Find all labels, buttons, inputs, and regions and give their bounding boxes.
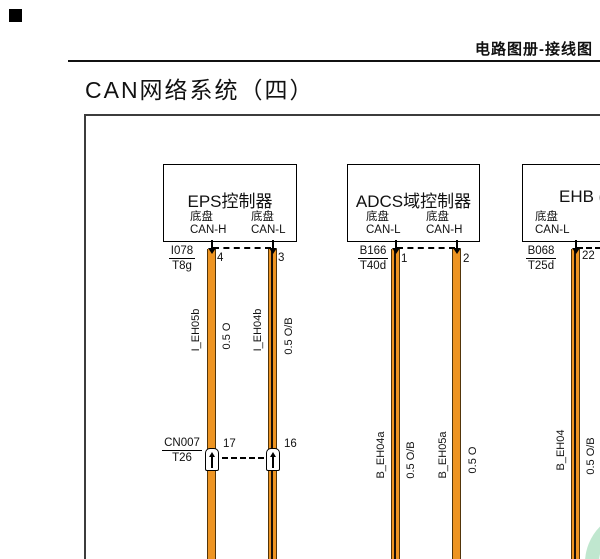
pin-number: 17: [223, 438, 236, 450]
bus-label-can-h: 底盘 CAN-H: [426, 211, 462, 237]
module-title: EHB (: [559, 187, 600, 206]
wire-adcs-can-h: [452, 249, 461, 559]
inline-connector-label: CN007 T26: [160, 437, 204, 464]
connector-terminal: T8g: [172, 260, 192, 272]
pin-arrow-icon: [268, 240, 277, 255]
connector-label-ehb: B068 T25d: [521, 245, 561, 272]
pin-arrow-icon: [207, 240, 216, 255]
black-stripe: [573, 249, 576, 559]
module-box-adcs: ADCS域控制器 底盘 CAN-L 底盘 CAN-H: [347, 164, 480, 242]
header-label: 电路图册-接线图: [475, 41, 593, 58]
module-box-eps: EPS控制器 底盘 CAN-H 底盘 CAN-L: [163, 164, 297, 242]
pin-arrow-icon: [452, 240, 461, 255]
connector-code: B068: [525, 245, 557, 259]
pin-arrow-icon: [571, 240, 580, 255]
black-stripe: [393, 249, 396, 559]
bus-name: 底盘: [535, 211, 558, 223]
pin-number: 2: [463, 253, 470, 265]
twisted-pair-dash-eps: [213, 247, 271, 249]
wire-eps-can-h: [207, 249, 216, 559]
bus-name: 底盘: [251, 211, 274, 223]
module-box-ehb: EHB ( 底盘 CAN-L: [522, 164, 600, 242]
connector-code: CN007: [162, 437, 202, 451]
wire-id-label: B_EH04: [555, 429, 567, 471]
inline-connector-dash: [222, 457, 264, 459]
wire-id-label: I_EH05b: [190, 308, 202, 352]
bus-label-can-l: 底盘 CAN-L: [366, 211, 401, 237]
wire-spec-label: 0.5 O/B: [283, 317, 295, 355]
module-title: EPS控制器: [187, 192, 273, 211]
bus-name: 底盘: [426, 211, 449, 223]
wire-eps-can-l: [268, 249, 277, 559]
pin-number: 3: [278, 252, 285, 264]
header-rule: [68, 60, 600, 62]
connector-label-adcs: B166 T40d: [353, 245, 393, 272]
channel-name: CAN-H: [426, 224, 463, 236]
channel-name: CAN-L: [366, 224, 401, 236]
connector-code: B166: [357, 245, 389, 259]
wire-id-label: B_EH05a: [437, 431, 449, 479]
connector-label-eps: I078 T8g: [162, 245, 202, 272]
connector-code: I078: [168, 245, 196, 259]
wire-ehb-can-l: [571, 249, 580, 559]
inline-connector-icon: [266, 448, 280, 471]
module-title: ADCS域控制器: [355, 192, 472, 211]
connector-terminal: T25d: [527, 260, 555, 272]
channel-name: CAN-L: [251, 224, 286, 236]
wire-id-label: B_EH04a: [375, 431, 387, 479]
bus-name: 底盘: [366, 211, 389, 223]
wire-id-label: I_EH04b: [252, 308, 264, 352]
inline-connector-icon: [205, 448, 219, 471]
bus-label-can-l: 底盘 CAN-L: [535, 211, 570, 237]
pin-number: 4: [217, 252, 224, 264]
wire-spec-label: 0.5 O/B: [405, 441, 417, 479]
twisted-pair-dash-ehb: [577, 247, 600, 249]
connector-terminal: T40d: [359, 260, 387, 272]
page-title: CAN网络系统（四）: [85, 77, 315, 103]
pin-arrow-icon: [391, 240, 400, 255]
twisted-pair-dash-adcs: [397, 247, 455, 249]
pin-number: 16: [284, 438, 297, 450]
diagram-frame: [84, 114, 600, 559]
bus-name: 底盘: [190, 211, 213, 223]
channel-name: CAN-L: [535, 224, 570, 236]
wire-adcs-can-l: [391, 249, 400, 559]
connector-terminal: T26: [172, 452, 192, 464]
bus-label-can-h: 底盘 CAN-H: [190, 211, 226, 237]
wire-spec-label: 0.5 O/B: [585, 437, 597, 475]
pin-number: 22: [582, 250, 595, 262]
corner-marker: [9, 9, 22, 22]
wire-spec-label: 0.5 O: [221, 322, 233, 350]
wire-spec-label: 0.5 O: [467, 446, 479, 474]
black-stripe: [270, 249, 273, 559]
bus-label-can-l: 底盘 CAN-L: [251, 211, 286, 237]
channel-name: CAN-H: [190, 224, 227, 236]
pin-number: 1: [401, 253, 408, 265]
